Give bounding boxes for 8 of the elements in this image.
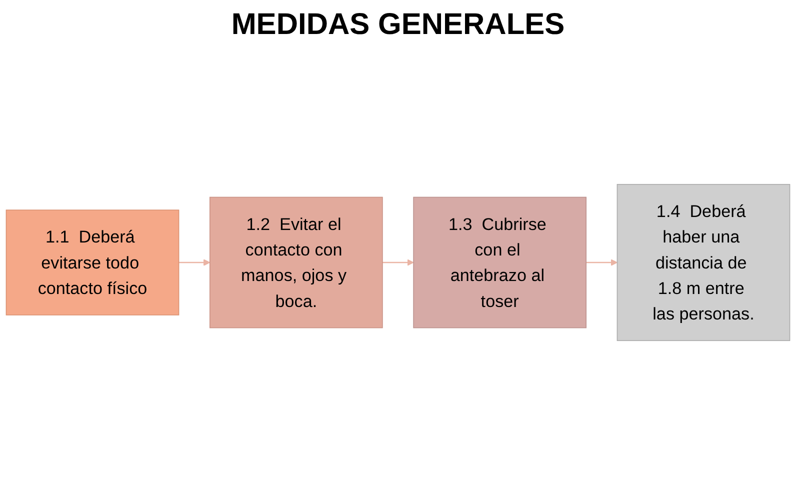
arrow (586, 258, 618, 266)
node-box: 1.2 Evitar el contacto con manos, ojos y boca. (210, 196, 383, 328)
title: MEDIDAS GENERALES (230, 8, 566, 42)
node-box: 1.1 Deberá evitarse todo contacto físico (6, 209, 180, 315)
node-box: 1.3 Cubrirse con el antebrazo al toser (413, 196, 586, 328)
node-box: 1.4 Deberá haber una distancia de 1.8 m entre las personas. (616, 183, 790, 341)
arrow (178, 258, 210, 266)
arrow (382, 258, 414, 266)
